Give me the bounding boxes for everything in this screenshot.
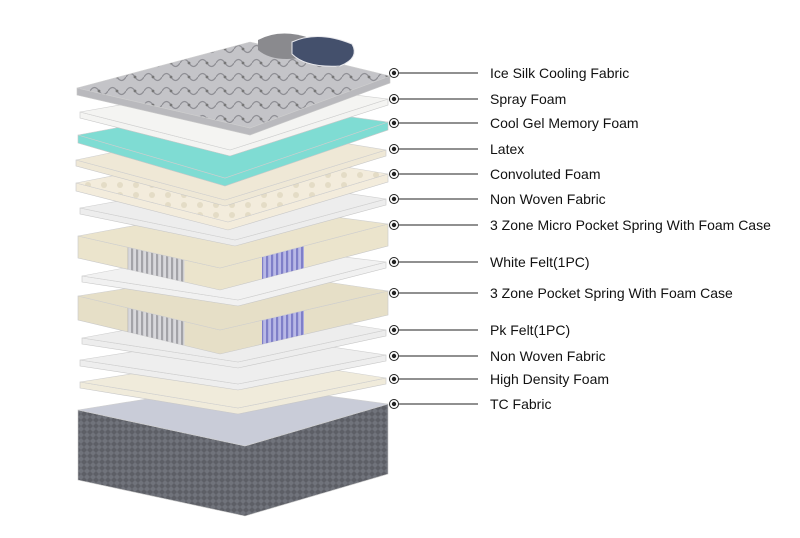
layer-1 — [76, 33, 392, 136]
layer-label: Pk Felt(1PC) — [490, 322, 571, 338]
leader-dot-center — [391, 290, 397, 296]
spring-unit — [127, 247, 185, 282]
leader-dot-center — [391, 196, 397, 202]
leader-dot-center — [391, 70, 397, 76]
layer-label: Spray Foam — [490, 91, 567, 107]
leader-dot-center — [391, 376, 397, 382]
pillow-icon — [291, 36, 355, 67]
layer-label: TC Fabric — [490, 396, 552, 412]
layer-label: 3 Zone Pocket Spring With Foam Case — [490, 285, 733, 301]
leader-dot-center — [391, 259, 397, 265]
layer-label: 3 Zone Micro Pocket Spring With Foam Cas… — [490, 217, 771, 233]
leader-dot-center — [391, 146, 397, 152]
leader-dot-center — [391, 327, 397, 333]
leader-dot-center — [391, 353, 397, 359]
spring-zone — [262, 310, 304, 345]
layer-label: Ice Silk Cooling Fabric — [490, 65, 630, 81]
layer-label: Non Woven Fabric — [490, 191, 606, 207]
leader-dot-center — [391, 96, 397, 102]
layer-label: High Density Foam — [490, 371, 610, 387]
layer-label: Latex — [490, 141, 525, 157]
layer-label: Cool Gel Memory Foam — [490, 115, 639, 131]
leader-dot-center — [391, 222, 397, 228]
spring-unit — [127, 307, 185, 346]
layer-label: White Felt(1PC) — [490, 254, 590, 270]
layer-label: Non Woven Fabric — [490, 348, 606, 364]
leader-dot-center — [391, 171, 397, 177]
leader-dot-center — [391, 120, 397, 126]
layer-label: Convoluted Foam — [490, 166, 601, 182]
leader-dot-center — [391, 401, 397, 407]
